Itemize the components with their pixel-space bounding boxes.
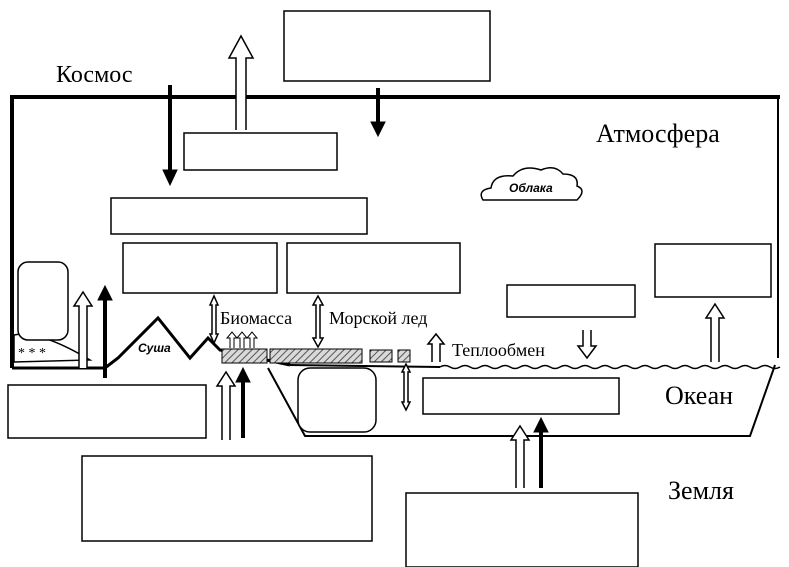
label-atmosphere: Атмосфера (596, 119, 720, 148)
left-rounded-box (18, 262, 68, 340)
label-ocean: Океан (665, 381, 733, 410)
biomass-area (222, 349, 267, 363)
ocean-inner-box (423, 378, 619, 414)
far-right-box (655, 244, 771, 297)
upper-atmosphere-box (184, 133, 337, 170)
middle-atmosphere-box (111, 198, 367, 234)
label-land: Суша (138, 341, 171, 355)
label-earth: Земля (668, 476, 734, 505)
label-space: Космос (56, 62, 133, 88)
sea-ice-area (270, 349, 362, 363)
label-biomass: Биомасса (220, 308, 292, 328)
bottom-right-box (406, 493, 638, 567)
label-clouds: Облака (509, 181, 553, 195)
biomass-small-arrows (227, 332, 257, 348)
ocean-surface (440, 366, 780, 369)
label-sea-ice: Морской лед (329, 308, 427, 328)
bottom-center-box (82, 456, 372, 541)
left-lower-box (123, 243, 277, 293)
left-earth-box (8, 385, 206, 438)
center-lower-box (287, 243, 460, 293)
sea-ice-floe-2 (398, 350, 410, 362)
top-box (284, 11, 490, 81)
label-heat-exchange: Теплообмен (452, 340, 545, 360)
ocean-rounded-box (298, 368, 376, 432)
sea-ice-floe-1 (370, 350, 392, 362)
snow-asterisks: * * * (18, 346, 46, 361)
right-middle-box (507, 285, 635, 317)
